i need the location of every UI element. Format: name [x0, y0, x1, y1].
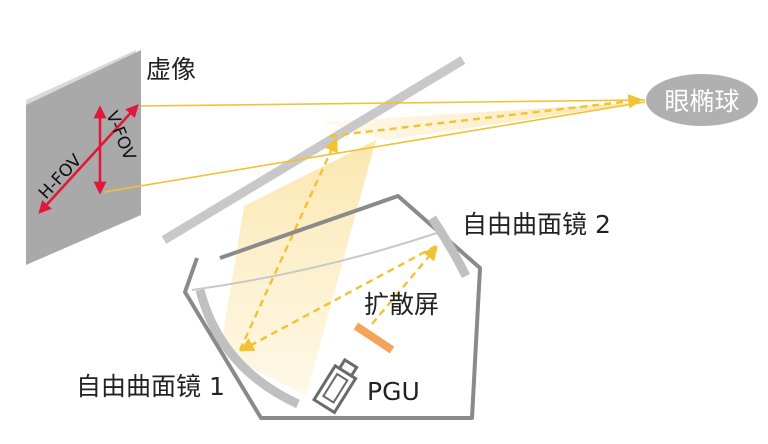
mirror1-label: 自由曲面镜 1 [76, 372, 225, 401]
pgu-label: PGU [367, 377, 420, 406]
dashed-ray-windshield [238, 137, 338, 351]
eye-label: 眼椭球 [664, 87, 739, 116]
virtual-image-label: 虚像 [146, 55, 197, 84]
dashed-ray-eye [329, 94, 643, 138]
free-form-mirror-2 [428, 215, 471, 279]
eye-ellipsoid [646, 74, 758, 126]
ray-bottom [103, 101, 646, 193]
mirror2-label: 自由曲面镜 2 [462, 210, 611, 239]
pgu-projector [311, 357, 359, 415]
light-beam-lower [220, 140, 376, 396]
light-beam-upper [322, 102, 645, 140]
free-form-mirror-1 [195, 288, 300, 409]
dashed-ray-mirror2 [371, 245, 438, 325]
diffuser [353, 322, 395, 354]
windshield [161, 56, 466, 244]
diffuser-label: 扩散屏 [364, 290, 440, 319]
housing-outline [183, 194, 482, 420]
cover-glass [191, 231, 441, 291]
ray-top [140, 99, 646, 107]
h-fov-arrow [38, 104, 139, 214]
dashed-ray-mirror1 [239, 244, 437, 352]
